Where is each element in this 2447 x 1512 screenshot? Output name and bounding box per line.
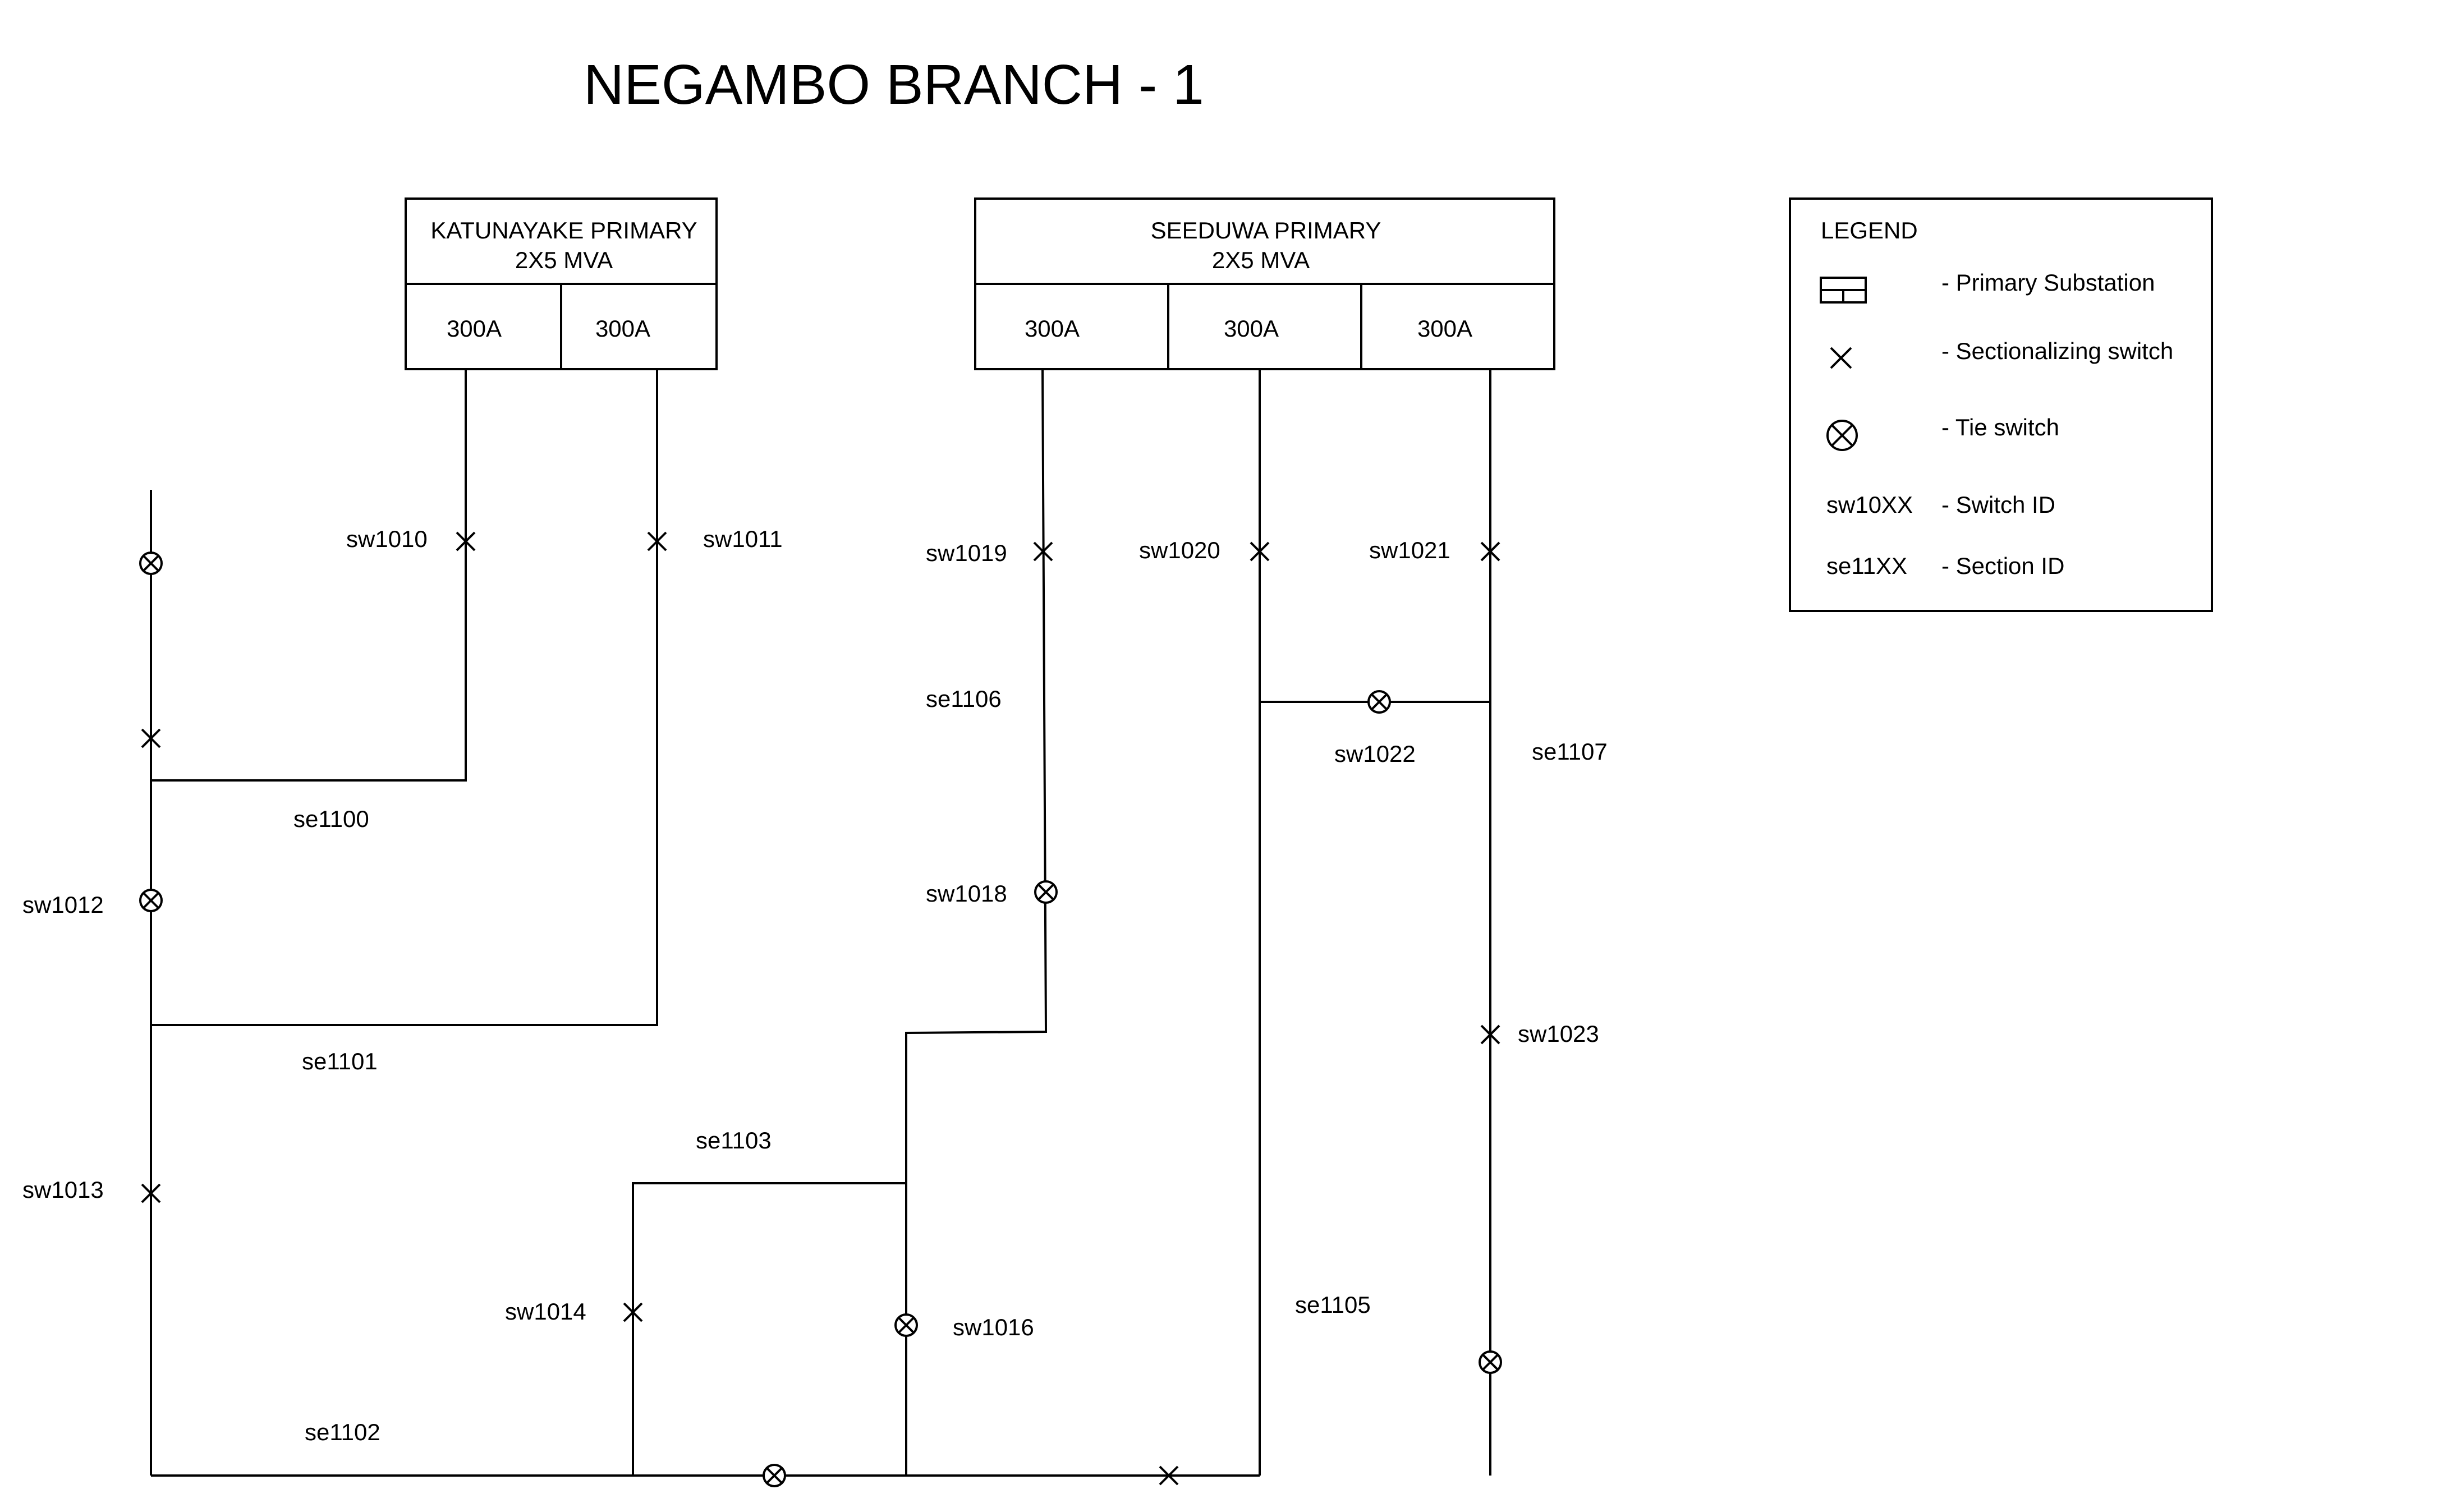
sectionalizing-switch-sw1019	[1033, 541, 1053, 562]
sectionalizing-switch-sw1011	[647, 531, 667, 552]
sectionalizing-switch-sw1013	[141, 1183, 161, 1203]
sectionalizing-switch-sw1017	[1159, 1465, 1179, 1486]
label-sw1021: sw1021	[1369, 537, 1450, 563]
label-sw1015: sw1015	[729, 1510, 811, 1512]
label-sw1018: sw1018	[926, 880, 1007, 907]
label-sw1014: sw1014	[505, 1298, 586, 1325]
sectionalizing-switch-left-trunk	[141, 728, 161, 748]
label-sw1013: sw1013	[22, 1176, 104, 1203]
tie-switch-icon	[1826, 420, 1858, 451]
label-se1100: se1100	[293, 806, 369, 832]
label-sw1023: sw1023	[1518, 1021, 1599, 1047]
label-sw1012: sw1012	[22, 891, 104, 918]
seeduwa-feeder-2: 300A	[1224, 315, 1279, 342]
seeduwa-rating: 2X5 MVA	[1212, 247, 1310, 273]
label-sw1020: sw1020	[1139, 537, 1220, 563]
label-se1101: se1101	[302, 1048, 378, 1074]
sectionalizing-switch-sw1020	[1250, 541, 1270, 562]
sectionalizing-switch-sw1010	[456, 531, 476, 552]
label-se1107: se1107	[1532, 738, 1608, 765]
tie-switch-sw1016	[894, 1313, 918, 1337]
label-se1102: se1102	[305, 1419, 380, 1445]
legend: LEGEND - Primary Substation - Sectionali…	[1789, 197, 2213, 612]
diagram-title: NEGAMBO BRANCH - 1	[584, 53, 1204, 116]
tie-switch-sw1022	[1367, 690, 1391, 714]
katunayake-feeder-1: 300A	[447, 315, 502, 342]
katunayake-name: KATUNAYAKE PRIMARY	[430, 217, 697, 243]
tie-switch-sw1015	[763, 1464, 786, 1487]
label-se1106: se1106	[926, 686, 1002, 712]
sectionalizing-switch-icon	[1830, 347, 1852, 369]
legend-title: LEGEND	[1821, 217, 1918, 243]
network-lines	[150, 369, 1491, 1477]
label-sw1010: sw1010	[346, 526, 428, 552]
primary-substation-icon	[1820, 277, 1867, 304]
label-sw1016: sw1016	[953, 1314, 1034, 1340]
tie-switch-right-bottom	[1479, 1350, 1502, 1374]
label-sw1022: sw1022	[1334, 741, 1416, 767]
legend-section-id-key: se11XX	[1826, 553, 1907, 579]
legend-item-section-id: - Section ID	[1941, 553, 2064, 579]
label-sw1017: sw1017	[1131, 1507, 1212, 1512]
legend-item-sectionalizing-switch: - Sectionalizing switch	[1941, 338, 2173, 364]
legend-item-tie-switch: - Tie switch	[1941, 414, 2059, 440]
seeduwa-substation: SEEDUWA PRIMARY 2X5 MVA 300A 300A 300A	[974, 197, 1555, 370]
tie-switch-left-top	[139, 552, 163, 575]
katunayake-feeder-2: 300A	[595, 315, 650, 342]
tie-switch-sw1018	[1034, 880, 1058, 904]
legend-item-switch-id: - Switch ID	[1941, 491, 2055, 518]
label-sw1011: sw1011	[703, 526, 783, 552]
label-sw1019: sw1019	[926, 540, 1007, 566]
label-se1105: se1105	[1295, 1292, 1371, 1318]
katunayake-rating: 2X5 MVA	[515, 247, 613, 273]
sectionalizing-switch-sw1021	[1480, 541, 1500, 562]
katunayake-substation: KATUNAYAKE PRIMARY 2X5 MVA 300A 300A	[405, 197, 718, 370]
label-se1104: se1104	[909, 1507, 985, 1512]
legend-item-primary-substation: - Primary Substation	[1941, 269, 2155, 296]
tie-switch-sw1012	[139, 889, 163, 912]
seeduwa-feeder-1: 300A	[1025, 315, 1080, 342]
sectionalizing-switch-sw1023	[1480, 1024, 1500, 1045]
label-se1103: se1103	[696, 1127, 772, 1153]
sectionalizing-switch-sw1014	[623, 1302, 643, 1322]
legend-switch-id-key: sw10XX	[1826, 491, 1913, 518]
seeduwa-name: SEEDUWA PRIMARY	[1151, 217, 1381, 243]
seeduwa-feeder-3: 300A	[1417, 315, 1472, 342]
